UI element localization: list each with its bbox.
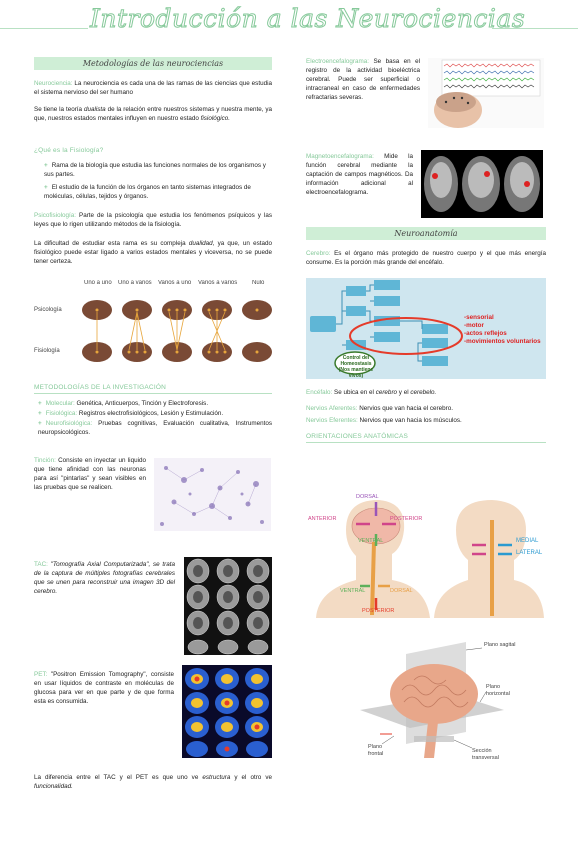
orientation-shapes: [316, 500, 544, 618]
pet-image: [182, 665, 272, 758]
para-neurociencia: Neurociencia: La neurociencia es cada un…: [34, 80, 272, 98]
orientation-figures: DORSAL ANTERIOR POSTERIOR VENTRAL DORSAL…: [306, 490, 546, 618]
title-rule-left: [0, 28, 88, 29]
para-pet: PET: "Positron Emission Tomography", con…: [34, 671, 174, 705]
brain-planes-shapes: [360, 642, 504, 758]
para-dualidad: La dificultad de estudiar esta rama es s…: [34, 240, 272, 265]
list-item: +Neurofisiológica: Pruebas cognitivas, E…: [38, 420, 272, 436]
para-tac: TAC: "Tomografía Axial Computarizada", s…: [34, 561, 175, 595]
section-rule: [306, 442, 546, 443]
text: La neurociencia es cada una de las ramas…: [34, 80, 272, 96]
ct-scans: [186, 558, 270, 655]
meg-image: [421, 150, 543, 218]
eeg-traces: [434, 59, 541, 128]
para-encefalo: Encéfalo: Se ubica en el cerebro y el ce…: [306, 389, 437, 396]
para-aferentes: Nervios Aferentes: Nervios que van hacia…: [306, 405, 454, 412]
page-title: Introducción a las Neurociencias: [90, 4, 526, 34]
stained-neurons: [160, 466, 264, 526]
section-orientaciones: ORIENTACIONES ANATÓMICAS: [306, 433, 409, 440]
diagram-shapes: [310, 280, 463, 375]
title-rule-right: [492, 28, 578, 29]
section-neuroanatomia: Neuroanatomía: [306, 227, 546, 240]
para-eferentes: Nervios Eferentes: Nervios que van hacia…: [306, 417, 462, 424]
section-title: Neuroanatomía: [394, 229, 458, 238]
para-dualista: Se tiene la teoría dualista de la relaci…: [34, 106, 272, 122]
question-fisiologia: ¿Qué es la Fisiología?: [34, 147, 104, 154]
section-title: Metodologías de las neurociencias: [82, 59, 224, 68]
list-item: +El estudio de la función de los órganos…: [44, 184, 251, 200]
meg-scans: [424, 156, 540, 212]
list-item: +Molecular: Genética, Anticuerpos, Tinci…: [38, 400, 209, 407]
diagram-label-list: -sensorial -motor -actos reflejos -movim…: [464, 314, 541, 345]
relation-diagram: Uno a uno Uno a varios Varios a uno Vari…: [34, 280, 274, 370]
homeostasis-label: Control del Homeostasis (Nos mantiene vi…: [338, 355, 374, 379]
pet-scans: [185, 668, 269, 757]
term: Neurociencia:: [34, 80, 73, 87]
list-item: +Rama de la biología que estudia las fun…: [44, 162, 266, 178]
section-metodologias: Metodologías de las neurociencias: [34, 57, 272, 70]
para-meg: Magnetoencefalograma: Mide la función ce…: [306, 153, 413, 196]
eeg-image: [428, 58, 544, 128]
section-metodologias-investigacion: METODOLOGÍAS DE LA INVESTIGACIÓN: [34, 384, 166, 391]
list-item: +Fisiológica: Registros electrofisiológi…: [38, 410, 224, 417]
para-diferencia: La diferencia entre el TAC y el PET es q…: [34, 774, 272, 790]
para-tincion: Tinción: Consiste en inyectar un liquido…: [34, 457, 146, 491]
nervous-system-diagram: -sensorial -motor -actos reflejos -movim…: [306, 278, 546, 379]
relation-diagram-shapes: [82, 300, 272, 362]
section-rule: [34, 393, 272, 394]
para-cerebro: Cerebro: Es el órgano más protegido de n…: [306, 250, 546, 266]
tac-image: [184, 557, 272, 655]
para-eeg: Electroencefalograma: Se basa en el regi…: [306, 58, 420, 101]
brain-planes-figure: Plano sagital Plano horizontal Plano fro…: [354, 640, 524, 765]
tincion-image: [154, 458, 271, 531]
para-psicofisiologia: Psicofisiología: Parte de la psicología …: [34, 212, 272, 228]
